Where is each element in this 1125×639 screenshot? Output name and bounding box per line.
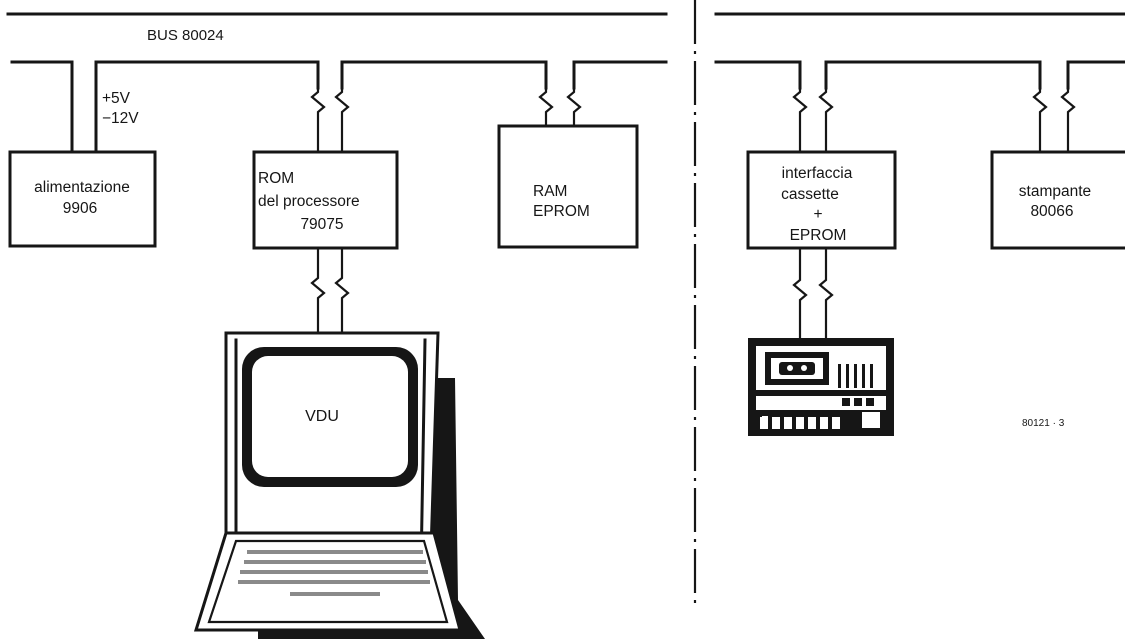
block-processor-rom: ROM del processore 79075 <box>254 152 397 248</box>
printer-line1: stampante <box>1019 183 1091 200</box>
block-ram-eprom: RAM EPROM <box>499 126 637 247</box>
power-supply-line2: 9906 <box>63 200 97 217</box>
block-cassette-interface: interfaccia cassette + EPROM <box>748 152 895 248</box>
ram-eprom-line1: RAM <box>533 183 567 200</box>
vdu-label: VDU <box>305 408 339 425</box>
plus-5v-label: +5V <box>102 90 131 107</box>
cassette-recorder-icon <box>748 338 894 436</box>
block-power-supply: alimentazione 9906 <box>10 152 155 246</box>
printer-line2: 80066 <box>1030 203 1073 220</box>
processor-rom-line2: del processore <box>258 193 360 210</box>
connector-icon <box>312 88 1074 338</box>
ram-eprom-line2: EPROM <box>533 203 590 220</box>
block-printer: stampante 80066 <box>992 152 1125 248</box>
cassette-interface-line2: cassette <box>781 186 839 203</box>
vdu-terminal-icon: VDU <box>196 333 485 639</box>
cassette-interface-line1: interfaccia <box>782 165 853 182</box>
figure-number: 80121 · 3 <box>1022 418 1065 429</box>
processor-rom-line3: 79075 <box>300 216 343 233</box>
cassette-interface-line3: + <box>813 206 822 223</box>
bus-lines-right <box>716 62 1125 88</box>
power-supply-line1: alimentazione <box>34 179 130 196</box>
bus-label: BUS 80024 <box>147 27 224 44</box>
cassette-interface-line4: EPROM <box>790 227 847 244</box>
processor-rom-line1: ROM <box>258 170 294 187</box>
minus-12v-label: −12V <box>102 110 139 127</box>
